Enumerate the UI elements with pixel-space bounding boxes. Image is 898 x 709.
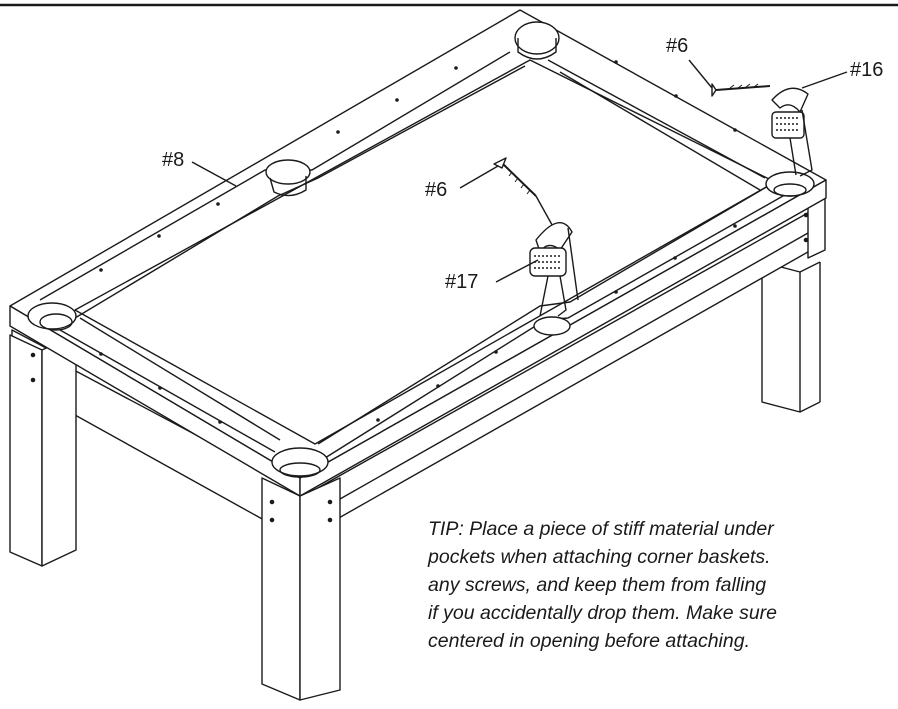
callout-basket-17: #17: [445, 271, 479, 293]
tip-line: any screws, and keep them from falling: [428, 574, 767, 596]
side-pocket-left: [265, 159, 311, 197]
callout-screw-6-mid: #6: [425, 179, 448, 201]
rail-diamonds: [99, 60, 737, 424]
side-pocket-right: [533, 316, 571, 336]
corner-pocket-front: [271, 447, 329, 478]
back-right-leg: [761, 261, 821, 413]
corner-pocket-right: [765, 171, 815, 197]
callout-rail-8: #8: [162, 149, 185, 171]
callout-basket-16: #16: [850, 59, 884, 81]
corner-pocket-left: [27, 302, 77, 331]
assembly-tip: TIP: Place a piece of stiff material und…: [428, 515, 898, 655]
screw-6-top: [711, 83, 771, 97]
tip-line: TIP: Place a piece of stiff material und…: [428, 518, 774, 540]
front-left-leg: [9, 333, 77, 567]
corner-basket-16: [771, 87, 813, 177]
tip-line: centered in opening before attaching.: [428, 630, 750, 652]
callout-screw-6-top: #6: [666, 35, 689, 57]
corner-pocket-back: [514, 21, 560, 60]
front-corner-leg: [261, 477, 341, 701]
tip-line: if you accidentally drop them. Make sure: [428, 602, 778, 624]
side-basket-17: [529, 222, 579, 317]
leader-lines: [191, 59, 848, 283]
rail-number-8: [39, 51, 791, 459]
tip-line: pockets when attaching corner baskets.: [428, 546, 771, 568]
